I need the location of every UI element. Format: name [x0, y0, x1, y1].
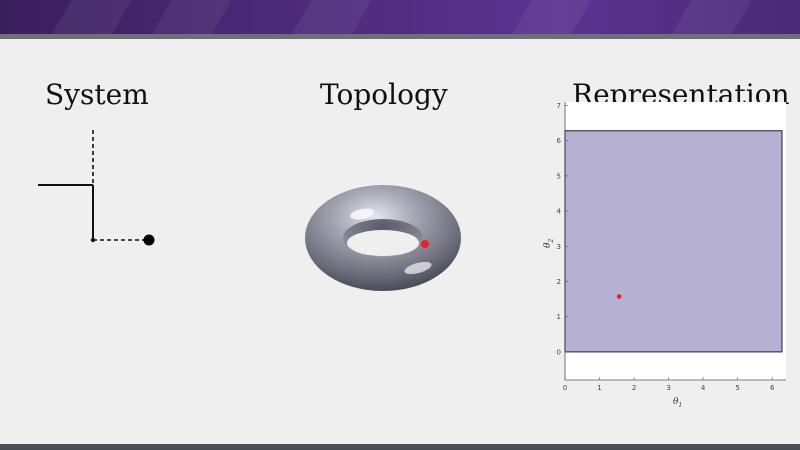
- top-banner: [0, 0, 800, 34]
- torus-highlight: [350, 208, 374, 220]
- y-tick-label: 5: [557, 172, 561, 180]
- configuration-region: [564, 130, 783, 353]
- torus-hole: [347, 230, 419, 256]
- configuration-space-plot: 0 1 2 3 4 5 6 0 1 2 3 4 5 6 7 θ1 θ2: [543, 102, 786, 409]
- torus-highlight: [404, 261, 432, 275]
- y-tick-label: 2: [557, 278, 561, 286]
- y-tick-label: 7: [557, 102, 561, 110]
- bottom-bar: [0, 444, 800, 450]
- y-tick-label: 3: [557, 243, 561, 251]
- double-pendulum-diagram: [38, 130, 155, 246]
- pendulum-bob: [143, 234, 155, 246]
- y-axis-title: θ2: [543, 239, 555, 248]
- torus-state-marker: [421, 240, 429, 248]
- x-tick-label: 6: [770, 384, 775, 392]
- x-tick-label: 4: [701, 384, 706, 392]
- banner-edge: [0, 34, 800, 39]
- heading-topology: Topology: [320, 78, 448, 111]
- torus-figure: [305, 185, 461, 291]
- x-tick-label: 2: [632, 384, 636, 392]
- y-tick-label: 0: [557, 348, 561, 356]
- y-tick-label: 6: [557, 137, 562, 145]
- state-point: [616, 294, 622, 299]
- heading-system: System: [45, 78, 149, 111]
- x-axis-title: θ1: [673, 397, 682, 409]
- x-tick-label: 0: [563, 384, 567, 392]
- y-tick-label: 4: [557, 208, 562, 216]
- x-tick-label: 1: [597, 384, 601, 392]
- y-tick-label: 1: [557, 313, 561, 321]
- x-tick-label: 5: [735, 384, 739, 392]
- x-tick-label: 3: [666, 384, 670, 392]
